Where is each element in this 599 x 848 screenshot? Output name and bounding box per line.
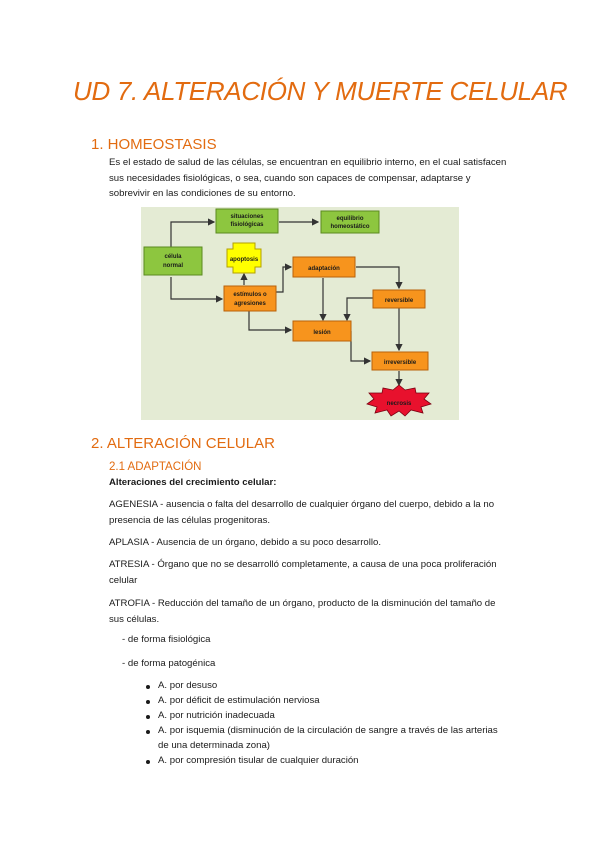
growth-alterations-label: Alteraciones del crecimiento celular: [109,477,277,488]
atrofia-paragraph: ATROFIA - Reducción del tamaño de un órg… [109,596,495,627]
node-estimulos [223,285,277,312]
node-situaciones-text1: situaciones [230,214,264,220]
node-situaciones-text2: fisiológicas [230,222,264,228]
node-necrosis [366,384,432,417]
node-lesion [292,320,352,342]
node-adaptacion-text: adaptación [308,266,340,272]
bullet-item: A. por isquemia (disminución de la circu… [158,725,498,736]
heading-adaptacion: 2.1 ADAPTACIÓN [109,461,202,473]
node-celula-text2: normal [163,263,183,269]
bullet-item: A. por nutrición inadecuada [158,710,275,721]
bullet-icon [146,760,150,764]
bullet-icon [146,700,150,704]
node-equilibrio-text2: homeostático [330,224,369,230]
bullet-item: A. por déficit de estimulación nerviosa [158,695,320,706]
paragraph-line: AGENESIA - ausencia o falta del desarrol… [109,499,495,510]
bullet-icon [146,715,150,719]
paragraph-line: sus células. [109,613,160,625]
node-adaptacion [292,256,356,278]
arrow-celula-situaciones [170,218,216,247]
arrow-estimulos-lesion [248,311,293,334]
node-equilibrio-text1: equilibrio [337,216,364,222]
node-estimulos-text2: agresiones [234,301,266,307]
bullet-item: A. por compresión tisular de cualquier d… [158,755,359,766]
bullet-icon [146,685,150,689]
dash-item-fisiologica: - de forma fisiológica [122,634,211,645]
homeostasis-paragraph: Es el estado de salud de las células, se… [109,155,506,202]
node-apoptosis-text: apoptosis [230,257,259,263]
node-irreversible [371,351,429,371]
paragraph-line: celular [109,574,138,586]
homeostasis-diagram: situaciones fisiológicas equilibrio home… [141,207,459,420]
paragraph-line: presencia de las células progenitoras. [109,514,271,526]
bullet-item-continuation: de una determinada zona) [158,740,271,751]
paragraph-line: sobrevivir en las condiciones de su ento… [109,188,296,199]
dash-item-patogenica: - de forma patogénica [122,658,216,669]
paragraph-line: Es el estado de salud de las células, se… [109,157,507,168]
arrow-estimulos-adaptacion [276,263,293,293]
heading-homeostasis: 1. HOMEOSTASIS [91,136,217,153]
node-estimulos-text1: estímulos o [233,292,267,298]
node-necrosis-text: necrosis [387,401,412,407]
arrow-celula-estimulos [170,277,224,303]
page-title: UD 7. ALTERACIÓN Y MUERTE CELULAR [73,76,568,106]
node-reversible-text: reversible [385,298,414,304]
atresia-paragraph: ATRESIA - Órgano que no se desarrolló co… [109,557,497,588]
paragraph-line: ATRESIA - Órgano que no se desarrolló co… [109,559,497,570]
bullet-item: A. por desuso [158,680,218,691]
aplasia-paragraph: APLASIA - Ausencia de un órgano, debido … [109,537,382,548]
node-situaciones [215,208,279,234]
node-irreversible-text: irreversible [384,360,417,366]
arrow-reversible-lesion [343,297,373,322]
bullet-icon [146,730,150,734]
heading-alteracion-celular: 2. ALTERACIÓN CELULAR [91,435,275,452]
node-celula-text1: célula [164,254,182,260]
node-apoptosis [226,242,262,274]
diagram-svg: situaciones fisiológicas equilibrio home… [143,208,432,417]
node-celula [143,246,203,276]
paragraph-line: sus necesidades fisiológicas, o sea, cua… [109,172,471,184]
node-lesion-text: lesión [313,330,331,336]
node-equilibrio [320,210,380,234]
arrow-adaptacion-reversible [356,266,403,290]
agenesia-paragraph: AGENESIA - ausencia o falta del desarrol… [109,497,494,528]
arrow-lesion-irreversible [350,331,372,365]
node-reversible [372,289,426,309]
paragraph-line: ATROFIA - Reducción del tamaño de un órg… [109,598,496,609]
